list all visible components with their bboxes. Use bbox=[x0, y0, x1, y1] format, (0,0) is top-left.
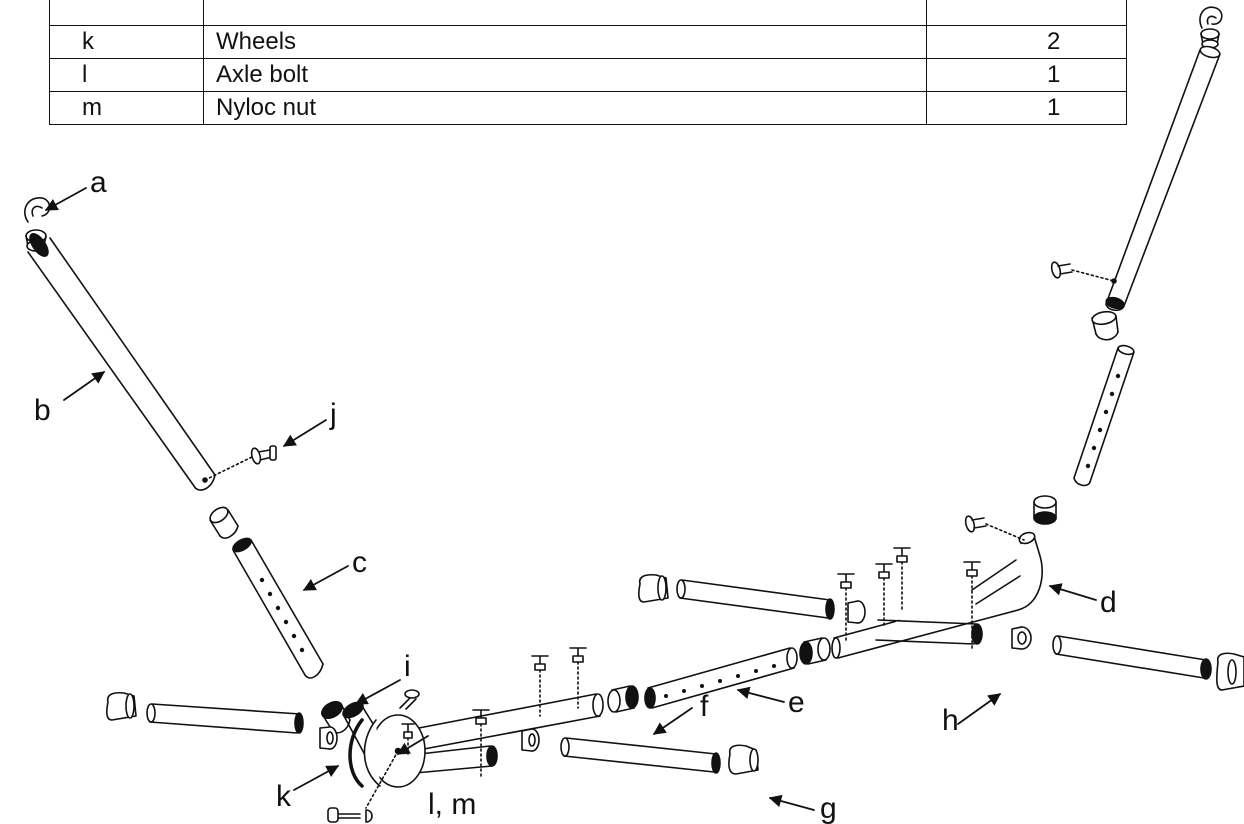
leader-arrows bbox=[44, 187, 1097, 811]
axle-bolt-part-l bbox=[327, 807, 373, 823]
label-b: b bbox=[34, 394, 51, 427]
part-qty: 1 bbox=[926, 91, 1127, 125]
knob-part bbox=[893, 547, 911, 563]
foot-tube-part-f bbox=[560, 737, 721, 774]
label-k: k bbox=[276, 780, 292, 813]
pin-part bbox=[1050, 261, 1073, 279]
part-description: Nyloc nut bbox=[203, 91, 927, 125]
label-l-m: l, m bbox=[428, 788, 476, 821]
label-j: j bbox=[329, 398, 337, 431]
middle-extension-part-e bbox=[644, 647, 798, 709]
foot-cap-part-g bbox=[728, 744, 759, 775]
parts-table: k Wheels 2 l Axle bolt 1 m Nyloc nut 1 bbox=[49, 0, 1127, 125]
right-pole bbox=[1105, 45, 1221, 312]
label-i: i bbox=[404, 650, 411, 683]
right-sleeve-mid bbox=[1033, 495, 1057, 525]
knob-part bbox=[531, 655, 549, 671]
knob-part bbox=[569, 647, 587, 663]
hook-right-top bbox=[1199, 6, 1223, 49]
left-extension-part-c bbox=[232, 537, 324, 679]
left-sleeve bbox=[209, 506, 239, 539]
right-sleeve-low bbox=[799, 637, 831, 665]
label-h: h bbox=[942, 704, 959, 737]
right-front-leg-tube bbox=[1052, 635, 1212, 680]
right-bushing-part-h bbox=[1011, 626, 1032, 650]
pin-part-i bbox=[399, 689, 420, 710]
part-qty: 1 bbox=[926, 58, 1127, 92]
pin-part-j bbox=[250, 445, 277, 465]
table-row: m Nyloc nut 1 bbox=[49, 91, 1127, 125]
main-beam-left bbox=[397, 693, 604, 753]
middle-bushing bbox=[521, 728, 540, 752]
right-sleeve-top bbox=[1091, 310, 1119, 341]
part-description: Wheels bbox=[203, 25, 927, 59]
knob-part bbox=[875, 563, 893, 579]
right-extension bbox=[1073, 344, 1135, 487]
label-c: c bbox=[352, 546, 367, 579]
right-bushing-back bbox=[847, 600, 866, 624]
label-a: a bbox=[90, 166, 107, 199]
table-row: k Wheels 2 bbox=[49, 25, 1127, 59]
wheel-part-k bbox=[348, 714, 426, 788]
left-pole-part-b bbox=[27, 233, 216, 491]
knob-part bbox=[837, 573, 855, 589]
foot-cap-right-back bbox=[638, 573, 669, 603]
label-e: e bbox=[788, 686, 805, 719]
label-f: f bbox=[700, 690, 709, 723]
label-g: g bbox=[820, 792, 837, 824]
pin-part bbox=[964, 515, 987, 533]
part-labels: a b c d e f g h i j k l, m bbox=[34, 166, 1117, 824]
main-beam-right-part-d bbox=[831, 531, 1043, 659]
part-code: m bbox=[49, 91, 204, 125]
cross-tube-right bbox=[875, 619, 983, 645]
part-description: Axle bolt bbox=[203, 58, 927, 92]
label-d: d bbox=[1100, 586, 1117, 619]
foot-cap-left bbox=[106, 691, 137, 721]
middle-sleeve bbox=[607, 685, 639, 713]
sleeve-part-i bbox=[321, 701, 351, 734]
table-row: l Axle bolt 1 bbox=[49, 58, 1127, 92]
left-bushing bbox=[319, 726, 338, 750]
foot-cap-right-front bbox=[1216, 652, 1244, 691]
right-back-leg-tube bbox=[676, 579, 835, 620]
left-leg-tube bbox=[146, 703, 304, 734]
